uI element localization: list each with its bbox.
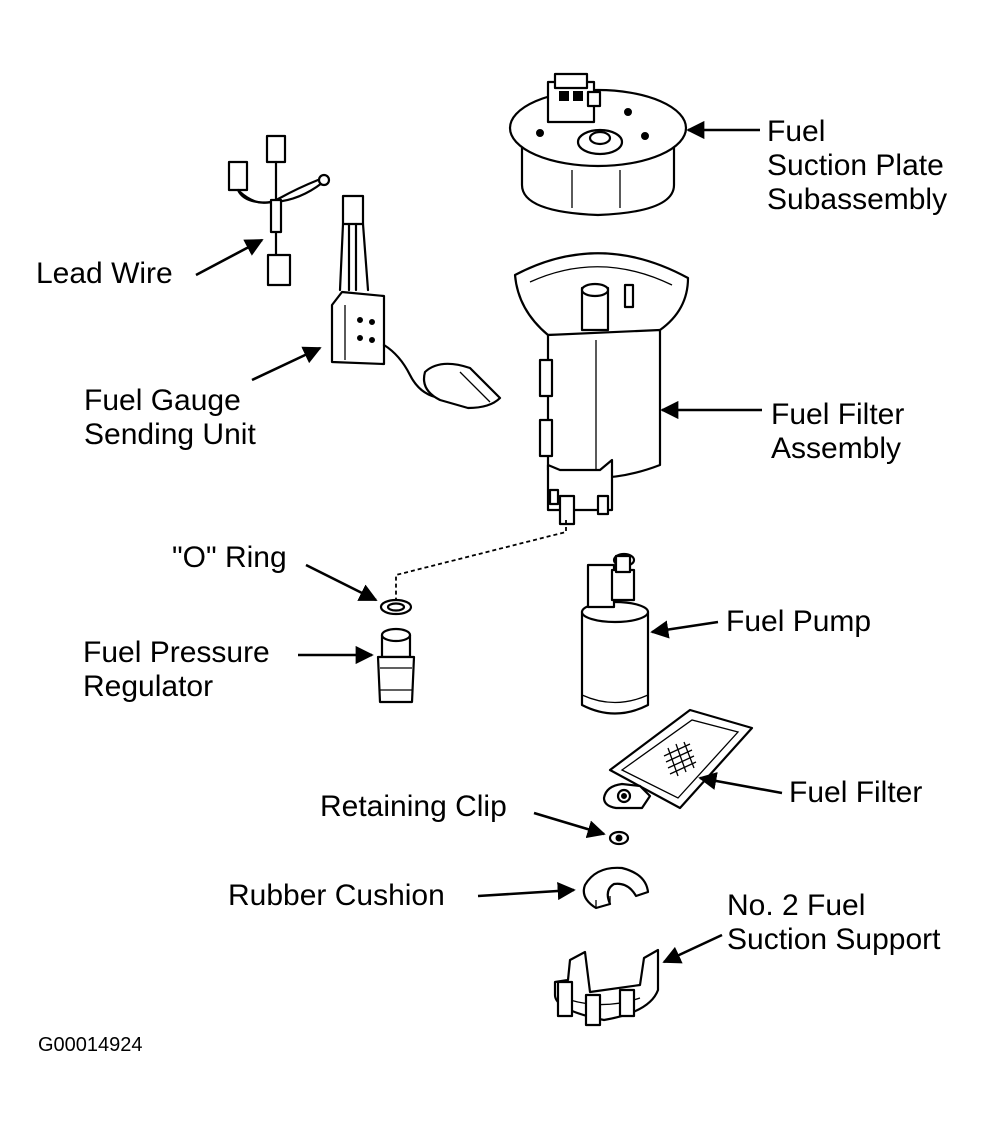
fuel-filter-assembly-part bbox=[513, 252, 690, 526]
label-o-ring: "O" Ring bbox=[172, 541, 287, 574]
label-fuel-filter-assembly-line2: Assembly bbox=[771, 432, 902, 465]
lead-wire-part bbox=[227, 134, 331, 287]
figure-code: G00014924 bbox=[38, 1034, 143, 1056]
fuel-pressure-regulator-part bbox=[376, 627, 416, 704]
label-fuel-suction-plate-line2: Suction Plate bbox=[767, 149, 944, 182]
label-retaining-clip: Retaining Clip bbox=[320, 790, 507, 823]
fuel-suction-plate-part bbox=[508, 72, 688, 217]
suction-support-part bbox=[553, 948, 660, 1027]
label-rubber-cushion: Rubber Cushion bbox=[228, 879, 445, 912]
label-fuel-suction-plate-line1: Fuel bbox=[767, 115, 826, 148]
rubber-cushion-part bbox=[582, 866, 650, 910]
label-suction-support-line2: Suction Support bbox=[727, 923, 941, 956]
label-fuel-pressure-line1: Fuel Pressure bbox=[83, 636, 270, 669]
label-fuel-filter: Fuel Filter bbox=[789, 776, 923, 809]
retaining-clip-part bbox=[608, 830, 630, 846]
label-suction-support-line1: No. 2 Fuel bbox=[727, 889, 866, 922]
filter-mesh bbox=[663, 741, 697, 777]
label-fuel-gauge-line1: Fuel Gauge bbox=[84, 384, 241, 417]
label-fuel-suction-plate-line3: Subassembly bbox=[767, 183, 948, 216]
label-fuel-filter-assembly-line1: Fuel Filter bbox=[771, 398, 905, 431]
label-fuel-gauge-line2: Sending Unit bbox=[84, 418, 256, 451]
label-fuel-pump: Fuel Pump bbox=[726, 605, 872, 638]
label-fuel-pressure-line2: Regulator bbox=[83, 670, 214, 703]
label-lead-wire: Lead Wire bbox=[36, 257, 173, 290]
o-ring-part bbox=[379, 598, 413, 616]
fuel-pump-part bbox=[580, 552, 650, 715]
fuel-gauge-sending-unit-part bbox=[330, 194, 502, 410]
fuel-filter-part bbox=[602, 708, 754, 810]
